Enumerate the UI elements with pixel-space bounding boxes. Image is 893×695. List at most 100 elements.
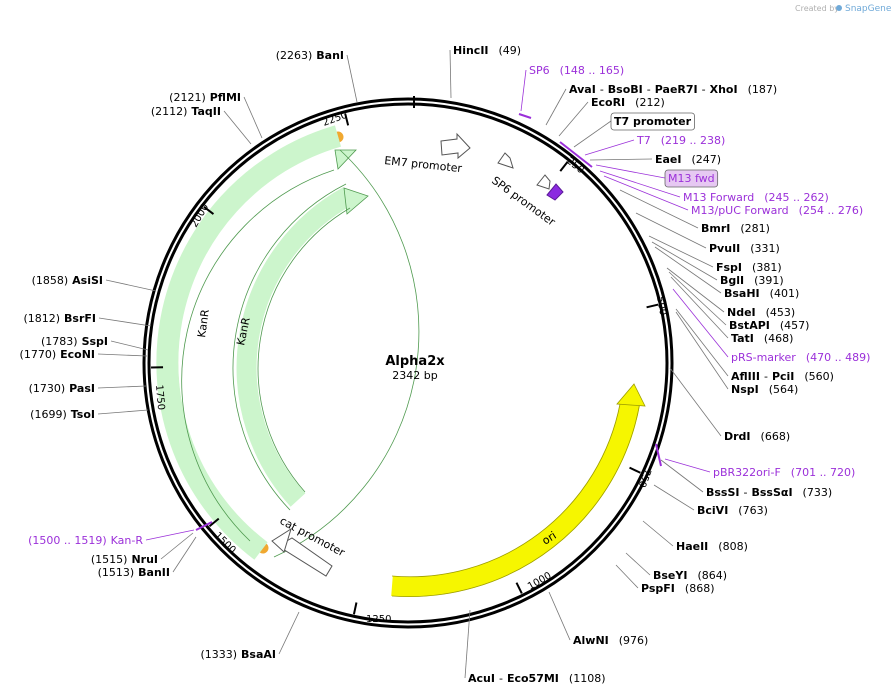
site-fspi[interactable]: FspI(381): [648, 235, 782, 274]
kanr-label-inner: KanR: [234, 316, 253, 347]
site-bsahi[interactable]: BsaHI(401): [654, 246, 800, 300]
site-label-bsssi: BssSI-BssSαI(733): [706, 486, 832, 499]
site-t7promoter[interactable]: T7 promoter: [573, 112, 695, 148]
site-label-sp6: SP6(148 .. 165): [529, 64, 624, 77]
site-prsmarker-nm-0: pRS-marker: [731, 351, 796, 364]
site-m13fwd[interactable]: M13 fwd: [595, 164, 719, 188]
m13-fwd-primer-arrow[interactable]: [546, 183, 564, 201]
site-hincii[interactable]: HincII(49): [449, 44, 521, 99]
site-m13fwd-nm-0: M13 fwd: [668, 172, 715, 185]
site-label-tati: TatI(468): [731, 332, 793, 345]
site-asisi[interactable]: (1858)AsiSI: [32, 274, 157, 292]
site-bsaai[interactable]: (1333)BsaAI: [200, 611, 300, 661]
tick-mark-2000: [203, 206, 215, 215]
site-ecori-nm-0: EcoRI: [591, 96, 625, 109]
site-bsaai-pos-0: (1333): [200, 648, 237, 661]
cat-promoter-arrowhead[interactable]: [271, 527, 292, 553]
site-sspi-nm-1: SspI: [82, 335, 108, 348]
site-tati[interactable]: TatI(468): [670, 276, 793, 345]
tick-mark-2250: [344, 113, 350, 126]
ori-feature-arrowhead[interactable]: [616, 383, 646, 407]
site-label-acui: AcuI-Eco57MI(1108): [468, 672, 605, 685]
site-m13forward[interactable]: M13 Forward(245 .. 262): [599, 170, 829, 204]
site-kanr-primer[interactable]: (1500 .. 1519)Kan-R: [28, 529, 195, 547]
site-avai[interactable]: AvaI-BsoBI-PaeR7I-XhoI(187): [545, 83, 778, 126]
ori-label: ori: [540, 529, 559, 548]
site-banii[interactable]: (1513)BanII: [98, 536, 197, 579]
site-label-drdi: DrdI (668): [724, 430, 790, 443]
site-bsrfi[interactable]: (1812)BsrFI: [23, 312, 152, 327]
site-label-bstapi: BstAPI(457): [729, 319, 809, 332]
site-taqii-nm-1: TaqII: [191, 105, 221, 118]
site-bsahi-pos-1: (401): [770, 287, 800, 300]
site-pspfi[interactable]: PspFI(868): [615, 564, 715, 595]
site-sspi-pos-0: (1783): [41, 335, 78, 348]
site-sspi[interactable]: (1783) SspI: [41, 335, 149, 351]
site-leader-kanr-primer: [145, 529, 195, 541]
site-bmri[interactable]: BmrI(281): [619, 189, 770, 235]
site-leader-nspi: [675, 311, 729, 390]
site-pasi[interactable]: (1730)PasI: [29, 382, 147, 395]
kanr-feature-inner[interactable]: [236, 187, 353, 507]
site-eaei[interactable]: EaeI(247): [589, 153, 721, 166]
site-tsoi[interactable]: (1699)TsoI: [30, 408, 149, 421]
site-acui[interactable]: AcuI-Eco57MI(1108): [464, 609, 605, 685]
site-label-nrui: (1515)NruI: [91, 553, 158, 566]
site-pvuii[interactable]: PvuII(331): [635, 212, 780, 255]
site-label-taqii: (2112)TaqII: [151, 105, 221, 118]
site-bani[interactable]: (2263)BanI: [276, 49, 358, 103]
site-sp6[interactable]: SP6(148 .. 165): [520, 64, 624, 112]
site-nspi[interactable]: NspI(564): [675, 311, 798, 396]
site-label-alwni: AlwNI(976): [573, 634, 648, 647]
tick-mark-750: [629, 466, 641, 474]
snapgene-logo-icon: [836, 5, 842, 11]
site-eaei-nm-0: EaeI: [655, 153, 682, 166]
sp6-promoter-arrow[interactable]: [497, 152, 514, 169]
site-pflmi-nm-1: PflMI: [210, 91, 241, 104]
em7-promoter-arrow[interactable]: [440, 132, 471, 160]
kanr-feature-outer-arrowhead[interactable]: [334, 149, 357, 170]
site-leader-alwni: [548, 591, 571, 641]
site-leader-bmri: [619, 189, 699, 229]
site-drdi-nm-0: DrdI: [724, 430, 751, 443]
site-leader-bsrfi: [98, 317, 152, 327]
site-bgli[interactable]: BglI(391): [651, 241, 784, 287]
site-label-pbr322: pBR322ori-F(701 .. 720): [713, 466, 855, 479]
site-leader-bgli: [651, 241, 718, 281]
site-ecori[interactable]: EcoRI(212): [558, 96, 665, 137]
site-drdi[interactable]: DrdI (668): [669, 367, 790, 443]
site-bstapi[interactable]: BstAPI(457): [668, 271, 809, 332]
site-leader-banii: [172, 536, 197, 573]
site-drdi-pos-1: (668): [761, 430, 791, 443]
site-ndei-pos-1: (453): [766, 306, 796, 319]
site-afliii[interactable]: AflIII-PciI(560): [675, 308, 834, 383]
site-label-bsrfi: (1812)BsrFI: [23, 312, 96, 325]
site-pbr322[interactable]: pBR322ori-F(701 .. 720): [664, 458, 855, 479]
site-leader-pasi: [97, 385, 147, 389]
site-nrui[interactable]: (1515)NruI: [91, 532, 194, 566]
ori-feature[interactable]: [391, 402, 640, 597]
site-m13puc[interactable]: M13/pUC Forward(254 .. 276): [603, 175, 863, 217]
site-label-prsmarker: pRS-marker(470 .. 489): [731, 351, 870, 364]
site-avai-pos-7: (187): [748, 83, 778, 96]
site-alwni[interactable]: AlwNI(976): [548, 591, 648, 647]
site-haeii[interactable]: HaeII(808): [642, 520, 748, 553]
site-alwni-nm-0: AlwNI: [573, 634, 609, 647]
site-leader-asisi: [105, 279, 157, 292]
site-t7[interactable]: T7(219 .. 238): [584, 134, 725, 156]
site-leader-fspi: [648, 235, 714, 268]
site-bseyi[interactable]: BseYI(864): [625, 552, 727, 582]
site-taqii[interactable]: (2112)TaqII: [151, 105, 252, 145]
site-bsrfi-pos-0: (1812): [23, 312, 60, 325]
site-econi[interactable]: (1770)EcoNI: [20, 348, 148, 361]
site-bsssi[interactable]: BssSI-BssSαI(733): [660, 459, 832, 499]
site-bcivi[interactable]: BciVI(763): [653, 484, 768, 517]
kanr-feature-inner-arrowhead[interactable]: [343, 187, 369, 215]
site-bsssi-sep-1: -: [744, 486, 748, 499]
sp6-promoter-arrow-2[interactable]: [536, 174, 551, 190]
site-bsssi-pos-3: (733): [803, 486, 833, 499]
kanr-feature-outer[interactable]: [156, 125, 342, 560]
site-ndei[interactable]: NdeI(453): [666, 267, 796, 319]
site-prsmarker[interactable]: pRS-marker(470 .. 489): [672, 288, 870, 364]
site-pflmi[interactable]: (2121)PflMI: [169, 91, 263, 139]
